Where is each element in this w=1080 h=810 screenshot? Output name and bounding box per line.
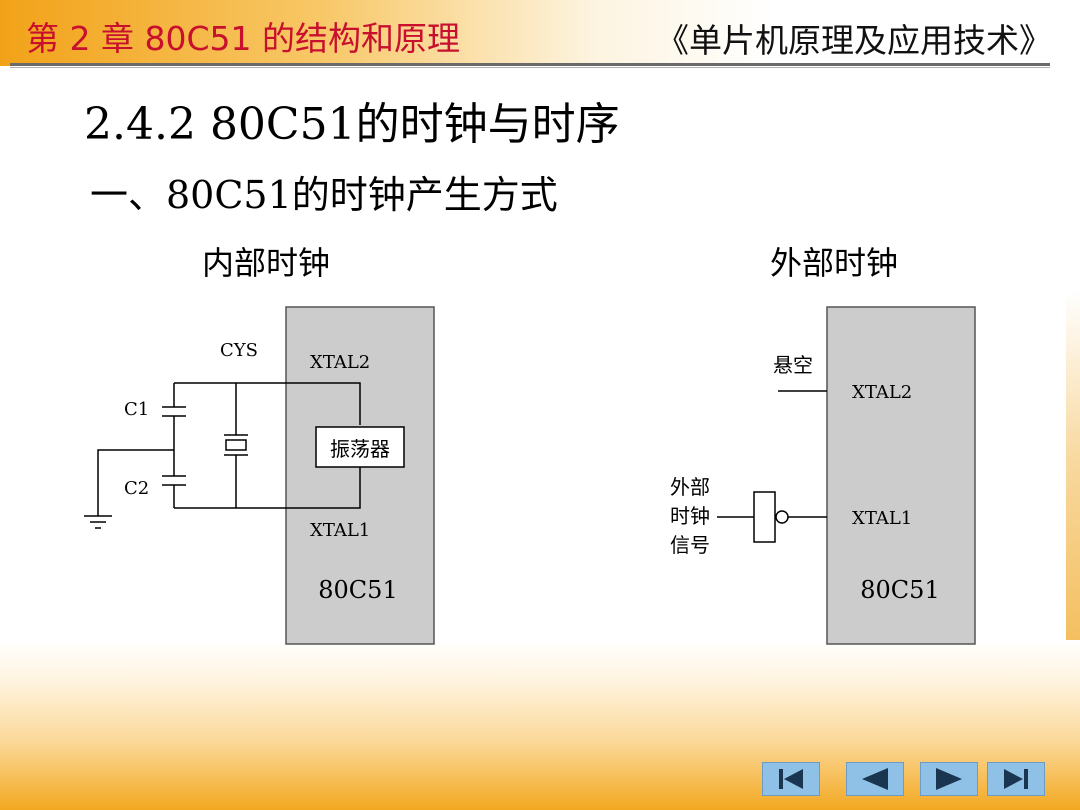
header-divider-thin: [10, 67, 1050, 68]
first-slide-button[interactable]: [762, 762, 820, 796]
book-title: 《单片机原理及应用技术》: [656, 21, 1052, 60]
inverter-body: [753, 491, 776, 543]
section-title: 2.4.2 80C51的时钟与时序: [84, 99, 620, 150]
internal-chip-body: [285, 306, 435, 645]
header-bar: [0, 0, 1080, 66]
oscillator-box: [315, 426, 405, 468]
external-xtal2-label: XTAL2: [852, 382, 912, 403]
crystal-label: CYS: [220, 340, 258, 361]
signal-label-line1: 外部: [670, 475, 710, 499]
chapter-title: 第 2 章 80C51 的结构和原理: [26, 19, 460, 58]
external-clock-caption: 外部时钟: [770, 244, 899, 282]
crystal-body: [225, 439, 247, 451]
oscillator-label: 振荡器: [330, 437, 390, 461]
ground-wire: [97, 449, 174, 516]
next-slide-button[interactable]: [920, 762, 978, 796]
previous-slide-button[interactable]: [846, 762, 904, 796]
next-triangle-icon: [936, 768, 962, 790]
prev-triangle-icon: [862, 768, 888, 790]
skip-last-icon: [1004, 769, 1028, 789]
external-chip-body: [826, 306, 976, 645]
signal-label-line2: 时钟: [670, 504, 710, 528]
skip-first-icon: [779, 769, 803, 789]
last-slide-button[interactable]: [987, 762, 1045, 796]
header-divider: [10, 63, 1050, 66]
right-edge-gradient: [1066, 290, 1080, 710]
signal-label-line3: 信号: [670, 533, 710, 557]
inverter-bubble: [775, 510, 789, 524]
internal-xtal1-label: XTAL1: [310, 520, 370, 541]
floating-label: 悬空: [773, 353, 813, 377]
external-xtal1-label: XTAL1: [852, 508, 912, 529]
internal-chip-label: 80C51: [318, 576, 397, 604]
c2-label: C2: [124, 478, 149, 499]
subsection-title: 一、80C51的时钟产生方式: [90, 173, 558, 217]
internal-xtal2-label: XTAL2: [310, 352, 370, 373]
internal-clock-caption: 内部时钟: [202, 244, 331, 282]
external-chip-label: 80C51: [860, 576, 939, 604]
c1-label: C1: [124, 399, 149, 420]
